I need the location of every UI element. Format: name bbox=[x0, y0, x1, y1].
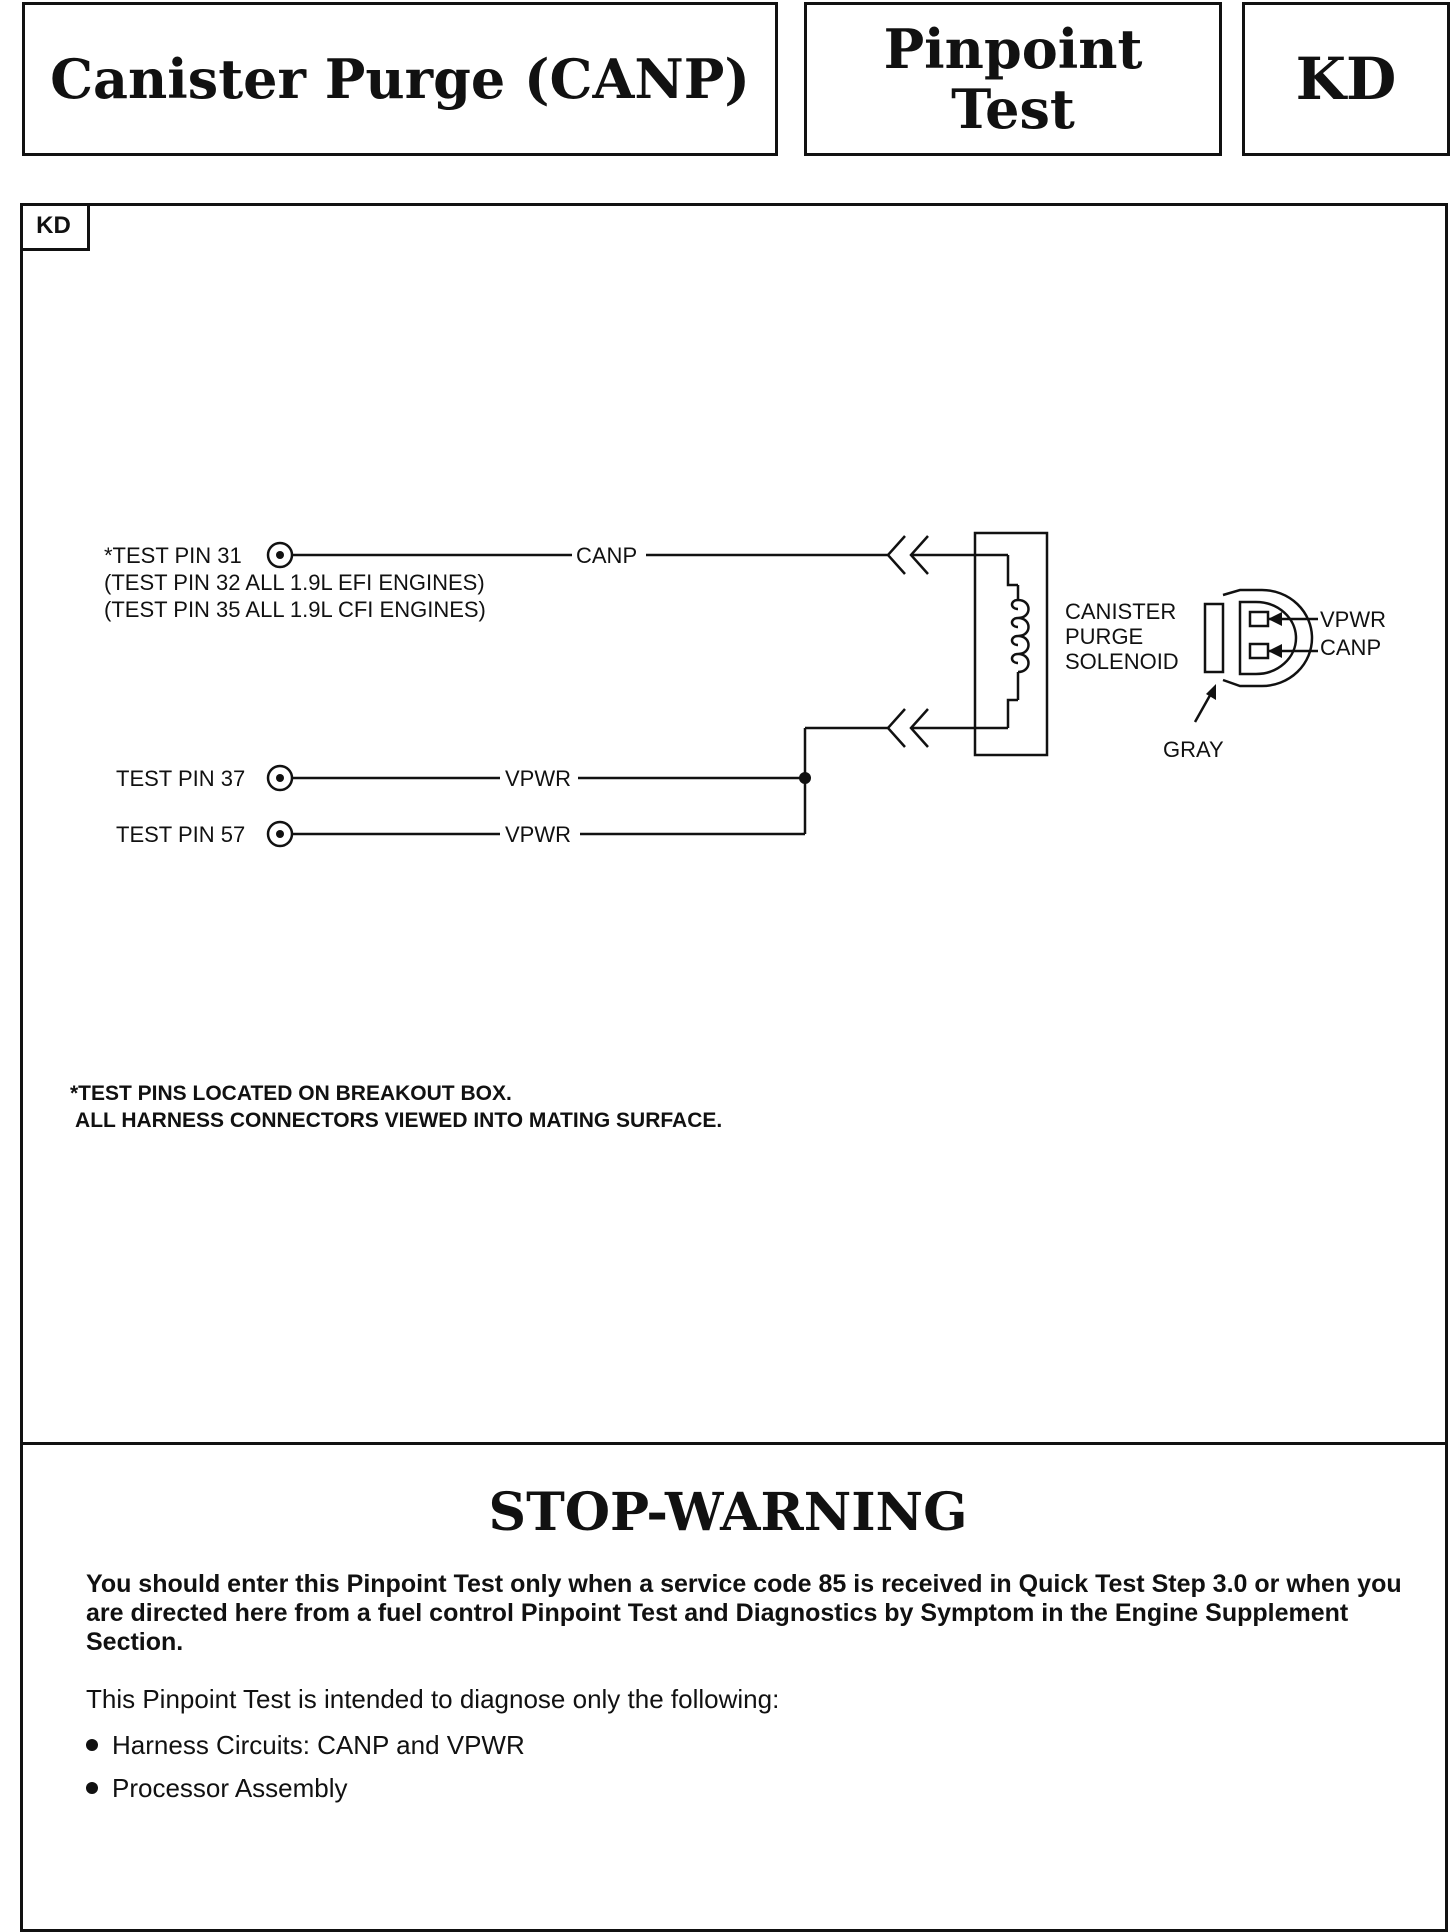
canp-wire-label: CANP bbox=[576, 543, 637, 568]
list-item: Harness Circuits: CANP and VPWR bbox=[86, 1730, 525, 1761]
header-title-box: Canister Purge (CANP) bbox=[22, 2, 778, 156]
test-pin-jack-37-icon bbox=[266, 764, 294, 792]
vpwr-57-wire-label: VPWR bbox=[505, 822, 571, 847]
test-pin-jack-57-icon bbox=[266, 820, 294, 848]
connector-body-icon bbox=[1222, 588, 1314, 688]
connector-vpwr-label: VPWR bbox=[1320, 607, 1386, 632]
coil-lead-bottom bbox=[1006, 698, 1018, 728]
connector-chevron-top-1 bbox=[886, 535, 906, 575]
diagram-footnote: *TEST PINS LOCATED ON BREAKOUT BOX. ALL … bbox=[70, 1080, 722, 1134]
solenoid-coil-icon bbox=[1017, 598, 1030, 674]
connector-chevron-bottom-1 bbox=[886, 708, 906, 748]
list-item: Processor Assembly bbox=[86, 1773, 348, 1804]
test-code: KD bbox=[1295, 45, 1397, 113]
bullet-icon bbox=[86, 1782, 98, 1795]
arrow-canp-icon bbox=[1268, 644, 1282, 658]
arrow-gray-icon bbox=[1206, 684, 1216, 700]
footnote-line2: ALL HARNESS CONNECTORS VIEWED INTO MATIN… bbox=[70, 1109, 723, 1132]
section-label-line1: Pinpoint bbox=[883, 17, 1143, 81]
header-section-box: Pinpoint Test bbox=[804, 2, 1222, 156]
panel-tag: KD bbox=[20, 203, 90, 251]
footnote-line1: *TEST PINS LOCATED ON BREAKOUT BOX. bbox=[70, 1082, 512, 1105]
splice-junction-dot bbox=[799, 772, 811, 784]
solenoid-box bbox=[973, 531, 1049, 757]
connector-color-label: GRAY bbox=[1163, 737, 1224, 762]
bullet-icon bbox=[86, 1739, 98, 1752]
connector-shell-icon bbox=[1203, 602, 1225, 674]
pin-37-label: TEST PIN 37 bbox=[116, 766, 245, 791]
connector-canp-label: CANP bbox=[1320, 635, 1381, 660]
section-label-line2: Test bbox=[951, 77, 1075, 141]
pin-31-label: *TEST PIN 31 bbox=[104, 543, 242, 568]
list-item-text: Processor Assembly bbox=[112, 1773, 348, 1803]
warning-intro-text: This Pinpoint Test is intended to diagno… bbox=[86, 1684, 780, 1714]
page-title: Canister Purge (CANP) bbox=[50, 47, 750, 111]
solenoid-label-line2: PURGE bbox=[1065, 624, 1143, 649]
terminal-vpwr-icon bbox=[1248, 610, 1270, 628]
vpwr-37-wire-label: VPWR bbox=[505, 766, 571, 791]
coil-lead-top bbox=[1006, 555, 1018, 587]
arrow-vpwr-icon bbox=[1268, 612, 1282, 626]
header-code-box: KD bbox=[1242, 2, 1450, 156]
pin-31-note-cfi: (TEST PIN 35 ALL 1.9L CFI ENGINES) bbox=[104, 597, 486, 622]
warning-title: STOP-WARNING bbox=[488, 1482, 968, 1543]
panel-tag-label: KD bbox=[36, 211, 71, 239]
test-pin-jack-31-icon bbox=[266, 541, 294, 569]
warning-conditions-text: You should enter this Pinpoint Test only… bbox=[86, 1570, 1402, 1656]
solenoid-label-line3: SOLENOID bbox=[1065, 649, 1179, 674]
list-item-text: Harness Circuits: CANP and VPWR bbox=[112, 1730, 525, 1760]
solenoid-label-line1: CANISTER bbox=[1065, 599, 1176, 624]
terminal-canp-icon bbox=[1248, 642, 1270, 660]
pin-57-label: TEST PIN 57 bbox=[116, 822, 245, 847]
pin-31-note-efi: (TEST PIN 32 ALL 1.9L EFI ENGINES) bbox=[104, 570, 485, 595]
